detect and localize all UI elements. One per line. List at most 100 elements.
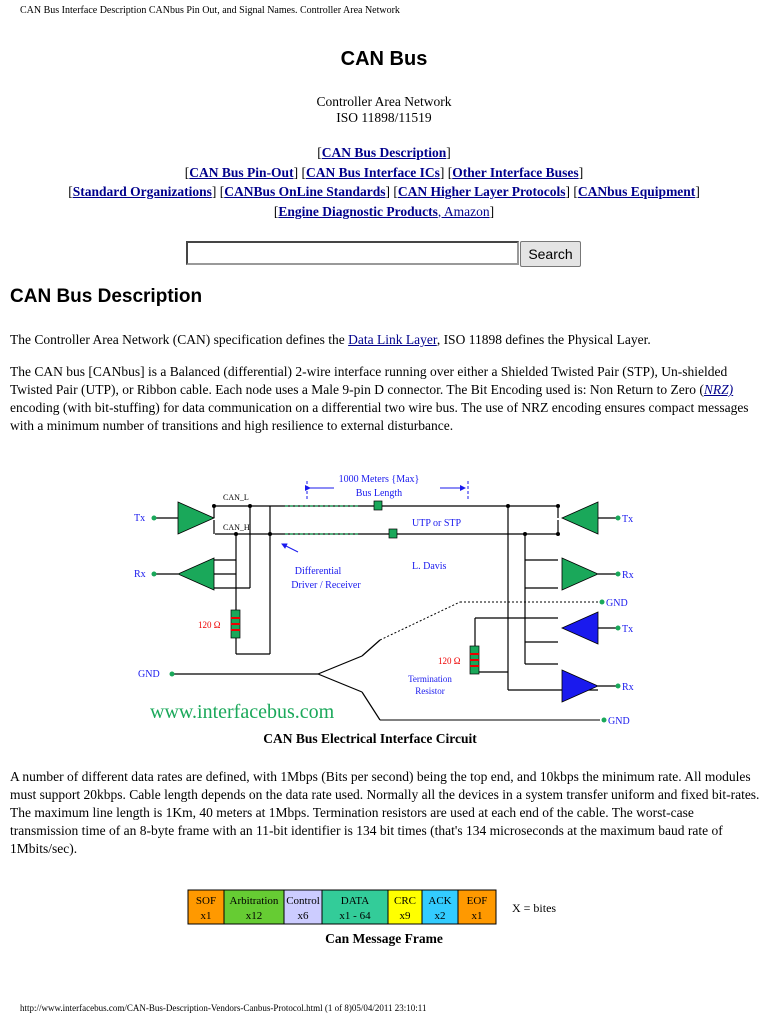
nav-link-standard-organizations[interactable]: Standard Organizations [72,184,212,199]
frame-field-crc: CRC x9 [387,889,423,925]
frame-field-box [223,889,285,925]
circuit-caption: CAN Bus Electrical Interface Circuit [263,731,477,746]
search-form: Search [186,241,581,267]
left-rx-receiver [177,557,215,591]
right-tx-driver [561,501,599,535]
subtitle-line-1: Controller Area Network [316,94,452,109]
frame-field-name: SOF [196,895,216,907]
left-resistor-label: 120 Ω [198,620,221,630]
left-rx-label: Rx [134,569,146,580]
left-rx-terminal [151,571,157,577]
right-rx-label: Rx [622,570,634,581]
frame-field-box [387,889,423,925]
frame-field-data: DATA x1 - 64 [321,889,389,925]
right-gnd-terminal-bottom [601,717,607,723]
right-rx-label-blue: Rx [622,682,634,693]
right-tx-label: Tx [622,514,633,525]
print-footer: http://www.interfacebus.com/CAN-Bus-Desc… [20,1003,427,1013]
frame-field-ack: ACK x2 [421,889,459,925]
nav-link-amazon-label: , Amazon [437,203,490,219]
left-gnd-label: GND [138,669,160,680]
frame-field-name: ACK [428,895,451,907]
can-l-label: CAN_L [223,493,249,502]
diff-label-2: Driver / Receiver [291,580,361,591]
right-tx-driver-blue [561,611,599,645]
diff-label-1: Differential [295,566,342,577]
frame-field-size: x2 [435,910,446,922]
bus-wires [215,505,558,535]
para2-text-after: encoding (with bit-stuffing) for data co… [10,400,749,433]
right-tx-terminal-blue [615,625,621,631]
nav-links: [CAN Bus Description] [CAN Bus Pin-Out] … [0,143,768,221]
nav-link-other-interface-buses[interactable]: Other Interface Buses [452,164,579,180]
nrz-link[interactable]: NRZ) [703,382,734,397]
page-title: CAN Bus [340,48,428,70]
section-title: CAN Bus Description [10,286,203,307]
frame-field-control: Control x6 [283,889,323,925]
right-gnd-label-top: GND [606,598,628,609]
frame-legend: X = bites [512,901,556,915]
frame-field-name: Control [286,895,320,907]
can-h-label: CAN_H [223,523,250,532]
can-bus-circuit-diagram: 1000 Meters {Max} Bus Length CAN_L CAN_H… [134,474,634,727]
para1-text-before: The Controller Area Network (CAN) specif… [10,332,349,347]
frame-field-eof: EOF x1 [457,889,497,925]
bus-length-dimension: 1000 Meters {Max} Bus Length [305,474,469,501]
twisted-pair-marker-2 [388,528,398,539]
frame-field-size: x1 - 64 [339,910,371,922]
left-tx-driver [177,501,215,535]
data-link-layer-link[interactable]: Data Link Layer [348,332,437,347]
right-resistor-label: 120 Ω [438,656,461,666]
bus-length-label-1: 1000 Meters {Max} [339,474,420,485]
nav-link-can-higher-layer-protocols[interactable]: CAN Higher Layer Protocols [397,184,566,199]
print-header: CAN Bus Interface Description CANbus Pin… [20,5,400,16]
frame-field-size: x1 [201,910,212,922]
subtitle-line-2: ISO 11898/11519 [336,110,432,125]
frame-field-name: EOF [467,895,488,907]
right-rx-terminal [615,571,621,577]
nav-link-engine-diagnostic-label: Engine Diagnostic Products [278,203,438,219]
nav-link-canbus-equipment[interactable]: CANbus Equipment [577,184,696,199]
nav-link-can-bus-pin-out[interactable]: CAN Bus Pin-Out [189,164,294,180]
paragraph-intro: The Controller Area Network (CAN) specif… [10,331,760,349]
bus-length-label-2: Bus Length [356,488,402,499]
nav-link-canbus-online-standards[interactable]: CANBus OnLine Standards [224,184,386,199]
frame-field-size: x1 [472,910,483,922]
right-node [361,506,616,721]
frame-field-box [421,889,459,925]
termination-label-1: Termination [408,674,452,684]
frame-field-arbitration: Arbitration x12 [223,889,285,925]
frame-field-box [187,889,225,925]
frame-field-name: CRC [394,895,416,907]
nav-link-engine-diagnostic-products[interactable]: Engine Diagnostic Products, Amazon [278,204,489,219]
nav-link-can-bus-description[interactable]: CAN Bus Description [321,145,447,160]
search-input[interactable] [186,241,519,265]
paragraph-canbus: The CAN bus [CANbus] is a Balanced (diff… [10,363,760,435]
frame-field-size: x9 [400,910,412,922]
twisted-pair-marker-1 [373,500,383,511]
search-button[interactable]: Search [520,241,581,267]
right-tx-terminal [615,515,621,521]
right-rx-terminal-blue [615,683,621,689]
nav-link-can-bus-interface-ics[interactable]: CAN Bus Interface ICs [305,164,440,180]
left-gnd-terminal [169,671,175,677]
termination-label-2: Resistor [415,686,445,696]
frame-field-size: x12 [246,910,263,922]
right-rx-receiver-blue [561,669,599,703]
nav-row-2: [CAN Bus Pin-Out] [CAN Bus Interface ICs… [184,164,584,180]
right-tx-label-blue: Tx [622,624,633,635]
right-gnd-terminal-top [599,599,605,605]
frame-field-box [457,889,497,925]
frame-field-sof: SOF x1 [187,889,225,925]
cable-label: UTP or STP [412,518,462,529]
left-tx-label: Tx [134,513,145,524]
frame-field-name: Arbitration [230,895,279,907]
author-label: L. Davis [412,561,447,572]
nav-row-1: [CAN Bus Description] [317,145,451,160]
nav-row-3: [Standard Organizations] [CANBus OnLine … [68,184,700,199]
left-tx-terminal [151,515,157,521]
para1-text-after: , ISO 11898 defines the Physical Layer. [436,332,651,347]
frame-field-name: DATA [341,895,370,907]
right-rx-receiver [561,557,599,591]
frame-field-size: x6 [298,910,310,922]
